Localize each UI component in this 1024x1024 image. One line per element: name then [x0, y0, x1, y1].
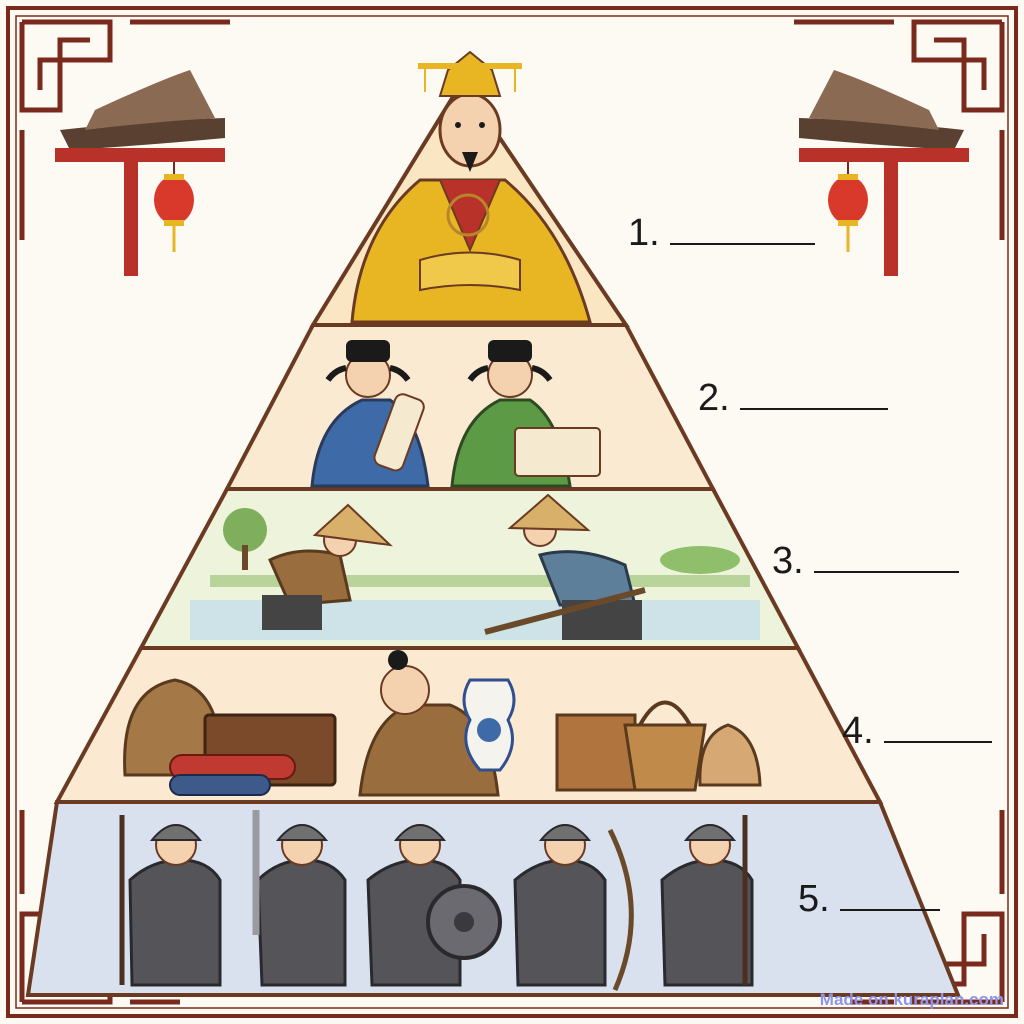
corner-fret-top-right — [794, 19, 1005, 240]
level-3-answer-blank[interactable] — [813, 570, 959, 573]
outer-frame — [6, 6, 1018, 1018]
soldier-figure-5 — [660, 815, 754, 987]
crown-icon — [438, 50, 502, 97]
level-5-number: 5. — [798, 878, 830, 920]
farmer-figure-left — [262, 503, 393, 630]
corner-fret-top-left — [19, 19, 230, 240]
level-1-answer-blank[interactable] — [669, 242, 815, 245]
straw-hat-icon — [507, 493, 591, 532]
helmet-icon — [149, 824, 203, 841]
soldier-figure-2 — [252, 810, 347, 987]
hoe-icon — [484, 587, 646, 635]
soldier-figure-1 — [119, 815, 222, 987]
level-3-number: 3. — [772, 540, 804, 582]
lantern-icon — [154, 176, 194, 224]
level-3-label: 3. — [772, 540, 959, 583]
merchant-goods-left — [123, 678, 337, 796]
footer-credit: Made on kuraplan.com — [819, 990, 1004, 1009]
emperor-figure — [350, 50, 592, 324]
level-2-answer-blank[interactable] — [739, 407, 888, 410]
level-2-number: 2. — [698, 377, 730, 419]
scroll-icon — [373, 393, 425, 472]
helmet-icon — [275, 824, 329, 841]
farmer-figure-right — [484, 493, 646, 640]
official-figure-blue — [310, 340, 430, 488]
sack-icon — [698, 723, 762, 787]
helmet-icon — [393, 824, 447, 841]
helmet-icon — [538, 824, 592, 841]
merchant-figure — [358, 650, 516, 797]
level-5-answer-blank[interactable] — [839, 908, 940, 911]
soldier-figure-4 — [513, 824, 634, 992]
soldier-figure-3 — [366, 824, 502, 987]
crate-icon — [555, 713, 637, 792]
level-4-answer-blank[interactable] — [883, 740, 992, 743]
level-1-label: 1. — [628, 212, 815, 255]
straw-hat-icon — [312, 503, 393, 547]
inner-frame — [15, 15, 1009, 1009]
pagoda-roof-left — [55, 70, 225, 276]
level-4-number: 4. — [842, 710, 874, 752]
merchant-goods-right — [555, 700, 762, 792]
level-4-label: 4. — [842, 710, 992, 753]
pagoda-roof-right — [799, 70, 969, 276]
basket-icon — [623, 723, 707, 792]
dragon-emblem-icon — [446, 193, 490, 237]
level-1-number: 1. — [628, 212, 660, 254]
scroll-icon — [514, 427, 601, 477]
lantern-icon — [828, 176, 868, 224]
level-5-label: 5. — [798, 878, 940, 921]
level-2-label: 2. — [698, 377, 888, 420]
helmet-icon — [683, 824, 737, 841]
bow-icon — [607, 828, 634, 992]
official-figure-green — [450, 340, 601, 488]
